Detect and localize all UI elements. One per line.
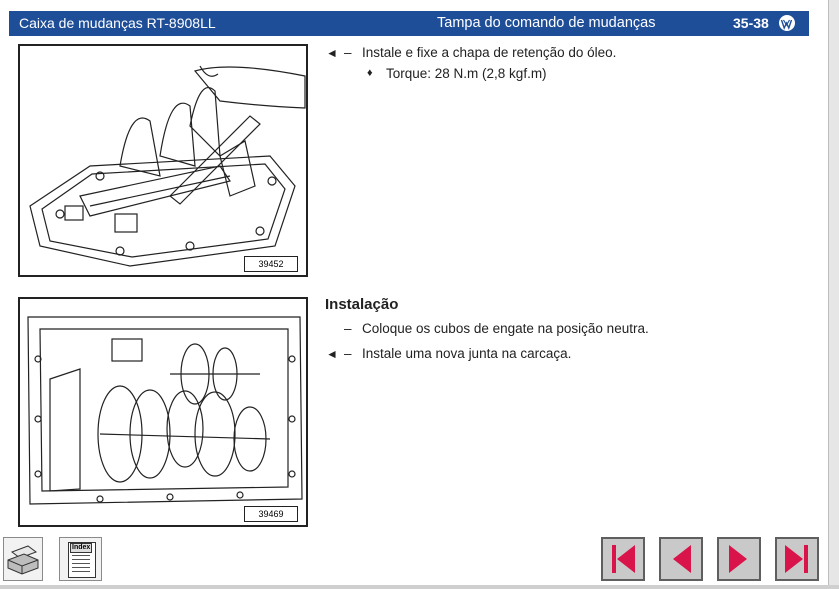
previous-page-button[interactable]: [659, 537, 703, 581]
install-step1-dash: –: [344, 321, 352, 336]
page-header: Caixa de mudanças RT-8908LL Tampa do com…: [9, 11, 809, 36]
document-title: Caixa de mudanças RT-8908LL: [19, 15, 216, 31]
first-page-icon: [612, 545, 635, 573]
figure-top-gear-cover: 39452: [18, 44, 308, 277]
first-page-button[interactable]: [601, 537, 645, 581]
printer-icon: [7, 545, 39, 575]
index-label: Index: [70, 543, 93, 553]
vw-logo-icon: [778, 14, 796, 32]
last-page-icon: [785, 545, 808, 573]
index-document-icon: Index: [68, 542, 96, 578]
last-page-button[interactable]: [775, 537, 819, 581]
page-number: 35-38: [733, 15, 769, 31]
next-page-icon: [729, 545, 747, 573]
install-step1-text: Coloque os cubos de engate na posição ne…: [362, 321, 649, 336]
step-arrow-marker: ◄: [326, 46, 338, 60]
section-title: Tampa do comando de mudanças: [437, 15, 656, 31]
figure-bottom-gearbox: 39469: [18, 297, 308, 527]
index-button[interactable]: Index: [59, 537, 102, 581]
torque-bullet: ♦: [367, 67, 373, 79]
installation-heading: Instalação: [325, 296, 399, 313]
step-dash: –: [344, 45, 352, 60]
figure-top-number: 39452: [244, 256, 298, 272]
figure-top-illustration: [29, 65, 306, 267]
torque-text: Torque: 28 N.m (2,8 kgf.m): [386, 66, 547, 81]
figure-bottom-illustration: [27, 316, 303, 505]
figure-bottom-number: 39469: [244, 506, 298, 522]
install-step2-text: Instale uma nova junta na carcaça.: [362, 346, 572, 361]
vertical-scrollbar[interactable]: [828, 0, 839, 589]
step-oil-plate-text: Instale e fixe a chapa de retenção do ól…: [362, 45, 617, 60]
window-bottom-edge: [0, 585, 839, 589]
install-step2-dash: –: [344, 346, 352, 361]
print-button[interactable]: [3, 537, 43, 581]
install-step2-arrow-marker: ◄: [326, 347, 338, 361]
next-page-button[interactable]: [717, 537, 761, 581]
previous-page-icon: [673, 545, 691, 573]
